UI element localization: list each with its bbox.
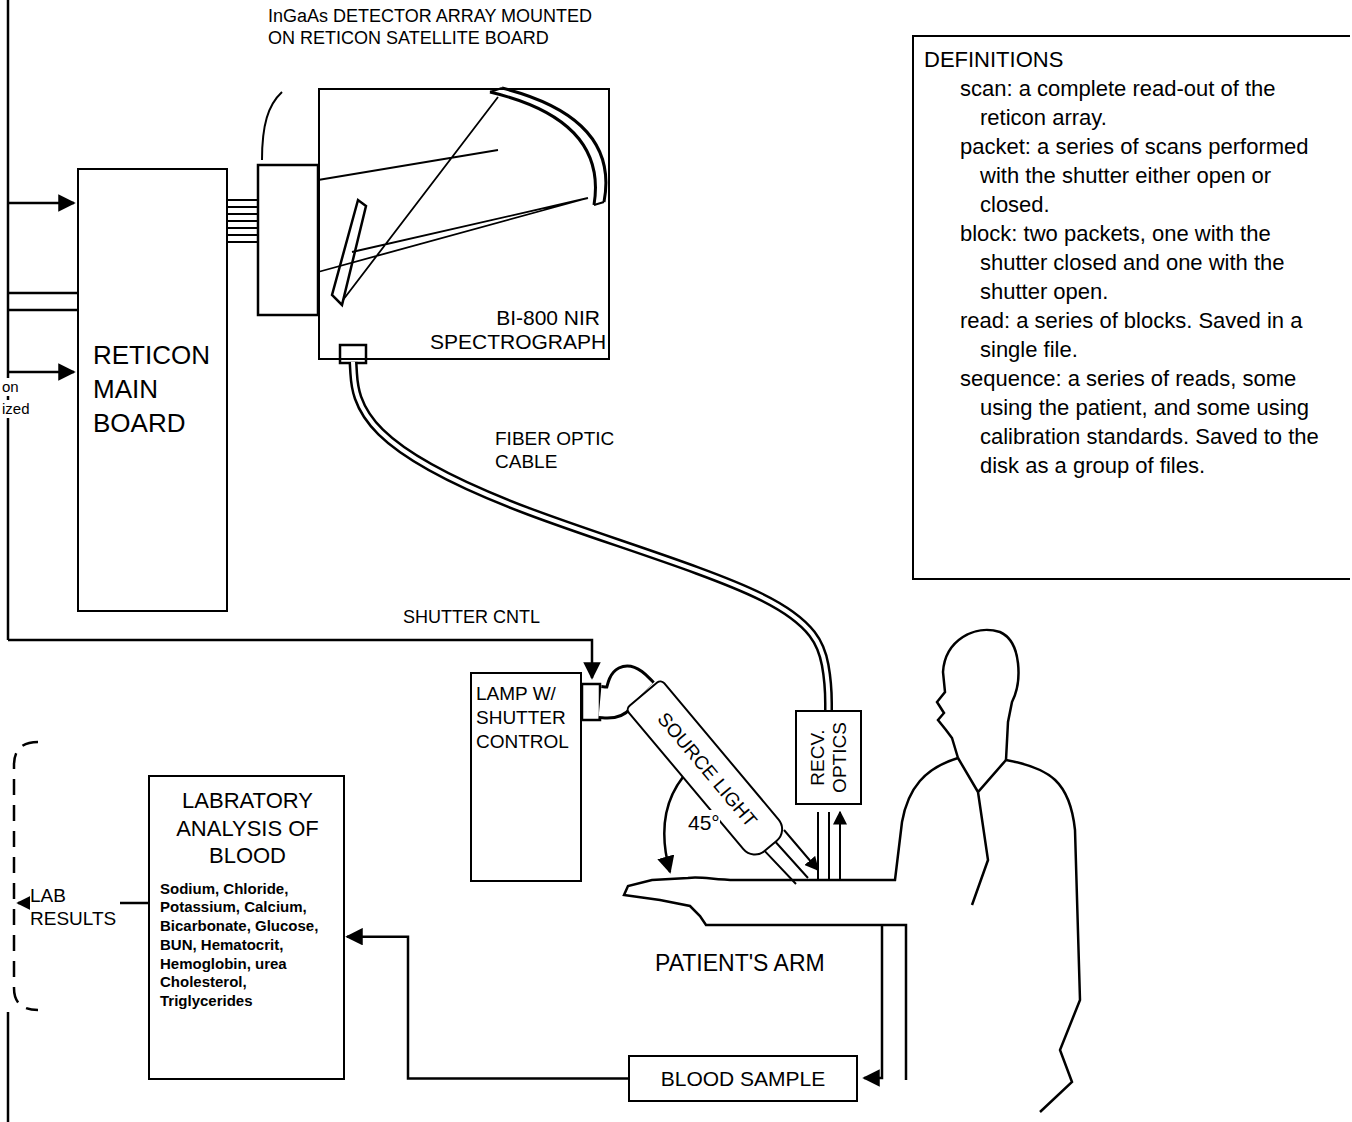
cut-label: ized — [2, 400, 30, 418]
circuit-board: RETICON MAIN BOARD — [77, 168, 228, 612]
cable — [353, 362, 829, 710]
definition-text: read: a series of blocks. Saved in a sin… — [924, 306, 1342, 364]
box-label: RETICON MAIN BOARD — [93, 339, 212, 440]
person-body — [1006, 760, 1080, 1112]
box-label: BI-800 NIR SPECTROGRAPH — [430, 306, 600, 354]
dashed-bracket — [14, 742, 38, 1010]
callout-label: InGaAs DETECTOR ARRAY MOUNTED ON RETICON… — [268, 6, 618, 49]
part-label: PATIENT'S ARM — [655, 950, 825, 978]
leader-line — [262, 92, 282, 160]
box-heading: LABRATORY ANALYSIS OF BLOOD — [160, 787, 335, 870]
signal-line — [8, 293, 77, 310]
box-heading: DEFINITIONS — [924, 45, 1342, 74]
signal-arrow — [8, 202, 74, 205]
frame-line — [7, 1012, 10, 1122]
box-label: LAMP W/ SHUTTER CONTROL — [476, 682, 576, 753]
definition-text: sequence: a series of reads, some using … — [924, 364, 1342, 480]
cable-label: FIBER OPTIC CABLE — [495, 428, 645, 474]
definitions-box: DEFINITIONSscan: a complete read-out of … — [912, 35, 1350, 580]
frame-line — [7, 0, 10, 640]
curved-mirror — [490, 88, 604, 205]
sample-box: BLOOD SAMPLE — [628, 1055, 858, 1102]
curved-mirror — [502, 88, 606, 202]
flow-arrow — [347, 937, 628, 1079]
ribbon-cable — [228, 200, 258, 242]
cable-core — [353, 362, 829, 710]
lamp-box: LAMP W/ SHUTTER CONTROL — [470, 672, 582, 882]
curved-mirror — [490, 92, 595, 205]
person-collar — [958, 758, 1006, 905]
satellite-board — [258, 165, 318, 315]
angle-label: 45° — [688, 810, 720, 835]
person-head — [937, 630, 1018, 760]
lab-box: LABRATORY ANALYSIS OF BLOOD Sodium, Chlor… — [148, 775, 345, 1080]
grating — [332, 200, 366, 305]
lamp-fitting — [582, 684, 600, 720]
person-arm — [624, 758, 958, 1080]
sample-line — [864, 925, 882, 1078]
receiver-optics: RECV. OPTICS — [795, 710, 862, 805]
definition-text: scan: a complete read-out of the reticon… — [924, 74, 1342, 132]
fiber-connector — [340, 345, 366, 363]
spectrograph-box: BI-800 NIR SPECTROGRAPH — [318, 88, 610, 360]
light-ray — [818, 812, 840, 880]
analyte-list: Sodium, Chloride, Potassium, Calcium, Bi… — [160, 880, 335, 1011]
box-label: RECV. OPTICS — [806, 710, 850, 805]
box-label: BLOOD SAMPLE — [661, 1065, 826, 1092]
rotated-holder: RECV. OPTICS — [795, 710, 862, 805]
signal-label: SHUTTER CNTL — [403, 607, 540, 629]
light-path — [318, 97, 588, 300]
definition-text: packet: a series of scans performed with… — [924, 132, 1342, 219]
cut-label: on — [2, 378, 19, 396]
signal-label: LAB RESULTS — [30, 885, 120, 931]
signal-arrow — [8, 371, 74, 374]
definition-text: block: two packets, one with the shutter… — [924, 219, 1342, 306]
